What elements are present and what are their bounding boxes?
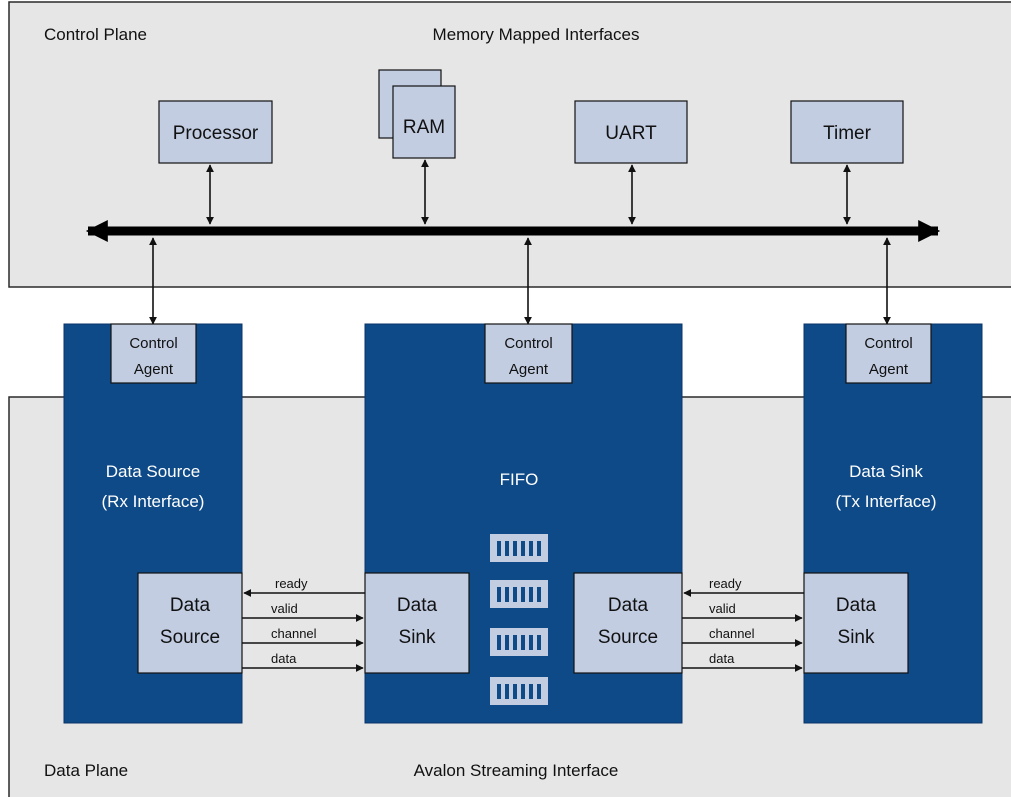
fifo-buffer-icon: [490, 580, 548, 608]
tx-agent-line1: Control: [864, 335, 912, 352]
uart-label: UART: [605, 123, 657, 144]
data-plane-label: Data Plane: [44, 761, 128, 780]
right-data-label: data: [709, 651, 735, 666]
data-plane-title: Avalon Streaming Interface: [414, 761, 619, 780]
fifo-data-source-line1: Data: [608, 595, 649, 616]
fifo-data-source-line2: Source: [598, 627, 658, 648]
right-streaming-signals: ready valid channel data: [682, 576, 804, 672]
tx-data-sink-line1: Data: [836, 595, 877, 616]
tx-block-title-line2: (Tx Interface): [835, 492, 936, 511]
right-valid-label: valid: [709, 601, 736, 616]
ram-label: RAM: [403, 117, 445, 138]
rx-block-title-line1: Data Source: [106, 462, 201, 481]
right-channel-label: channel: [709, 626, 755, 641]
tx-block-title-line1: Data Sink: [849, 462, 923, 481]
fifo-buffer-icon: [490, 628, 548, 656]
control-plane-title: Memory Mapped Interfaces: [433, 25, 640, 44]
timer-box: Timer: [790, 100, 904, 164]
fifo-buffer-stack: [490, 534, 548, 705]
fifo-data-sink-box: Data Sink: [364, 572, 470, 674]
tx-control-agent: Control Agent: [845, 323, 932, 384]
fifo-data-sink-line1: Data: [397, 595, 438, 616]
rx-agent-line1: Control: [129, 335, 177, 352]
left-valid-label: valid: [271, 601, 298, 616]
tx-agent-line2: Agent: [869, 361, 909, 378]
fifo-buffer-icon: [490, 534, 548, 562]
right-ready-label: ready: [709, 576, 742, 591]
control-plane-label: Control Plane: [44, 25, 147, 44]
ram-front-page: [392, 85, 456, 159]
tx-data-sink-line2: Sink: [838, 627, 875, 648]
rx-data-source-box: Data Source: [137, 572, 243, 674]
processor-box: Processor: [158, 100, 273, 164]
fifo-agent-line1: Control: [504, 335, 552, 352]
rx-block-title-line2: (Rx Interface): [102, 492, 205, 511]
fifo-block-title: FIFO: [500, 470, 539, 489]
rx-data-source-line2: Source: [160, 627, 220, 648]
fifo-data-sink-line2: Sink: [399, 627, 436, 648]
fifo-agent-line2: Agent: [509, 361, 549, 378]
ram-box: RAM: [378, 69, 456, 159]
left-channel-label: channel: [271, 626, 317, 641]
left-data-label: data: [271, 651, 297, 666]
fifo-control-agent: Control Agent: [484, 323, 573, 384]
left-ready-label: ready: [275, 576, 308, 591]
left-streaming-signals: ready valid channel data: [242, 576, 365, 672]
rx-control-agent: Control Agent: [110, 323, 197, 384]
processor-label: Processor: [173, 123, 259, 144]
uart-box: UART: [574, 100, 688, 164]
fifo-buffer-icon: [490, 677, 548, 705]
tx-data-sink-box: Data Sink: [803, 572, 909, 674]
rx-agent-line2: Agent: [134, 361, 174, 378]
fifo-data-source-box: Data Source: [573, 572, 683, 674]
rx-data-source-line1: Data: [170, 595, 211, 616]
timer-label: Timer: [823, 123, 872, 144]
